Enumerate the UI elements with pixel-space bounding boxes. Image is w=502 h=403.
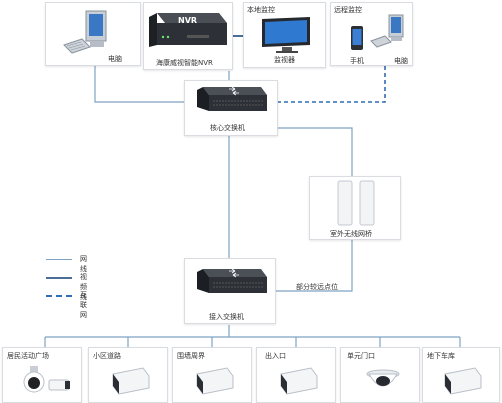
local-monitor-header: 本地监控 [247,6,275,14]
core-switch-box: 核心交换机 [184,80,278,136]
network-switch-icon [197,268,267,293]
bridge-box: 室外无线网桥 [309,176,401,240]
bullet-camera-icon [280,367,318,395]
bullet-camera-icon [112,367,150,395]
link-pc1-core [94,64,185,103]
desktop-computer-icon [63,10,107,54]
phone-icon [351,26,363,50]
camera-box-road: 小区道路 [88,347,168,403]
link-core-bridge [262,127,353,176]
link-remote-core [278,66,386,103]
camera-box-entrance: 出入口 [256,347,336,403]
remote-monitor-header: 远程监控 [334,6,362,14]
legend-network-label: 网线 [80,255,87,273]
camera-label: 单元门口 [347,352,375,360]
legend-internet-label: 互联网 [80,291,87,319]
access-switch-label: 接入交换机 [209,313,244,321]
phone-label: 手机 [350,57,364,65]
legend-video-label: 视频线 [80,273,87,301]
camera-label: 出入口 [265,352,286,360]
core-switch-label: 核心交换机 [210,124,245,132]
wireless-bridge-icon [337,180,375,226]
dome-camera-icon [366,369,400,387]
bullet-camera-icon [196,367,234,395]
camera-label: 居民活动广场 [7,352,49,360]
camera-box-garage: 地下车库 [422,347,500,403]
bridge-label: 室外无线网桥 [330,230,372,238]
pc2-label: 电脑 [394,57,408,65]
link-bridge-access [276,240,353,292]
desktop-computer-icon [370,14,404,48]
camera-label: 小区道路 [93,352,121,360]
nvr-box: NVR 海康威视智能NVR [143,2,233,70]
pc1-box: 电脑 [45,2,141,66]
local-monitor-box: 本地监控 监视器 [243,2,326,68]
bullet-camera-icon [444,367,482,395]
access-switch-box: 接入交换机 [184,258,276,324]
link-note: 部分较远点位 [296,283,338,291]
bullet-camera-icon [48,379,70,391]
monitor-label: 监视器 [274,56,295,64]
camera-box-unit-door: 单元门口 [340,347,420,403]
camera-label: 围墙周界 [177,352,205,360]
camera-box-plaza: 居民活动广场 [2,347,82,403]
network-switch-icon [197,86,267,111]
monitor-icon [262,17,310,53]
nvr-badge: NVR [178,16,198,25]
camera-label: 地下车库 [427,352,455,360]
camera-box-perimeter: 围墙周界 [172,347,252,403]
nvr-label: 海康威视智能NVR [156,59,213,67]
dome-camera-icon [23,366,45,393]
nvr-recorder-icon [149,13,227,47]
remote-monitor-box: 远程监控 手机 电脑 [330,2,413,66]
pc1-label: 电脑 [108,55,122,63]
